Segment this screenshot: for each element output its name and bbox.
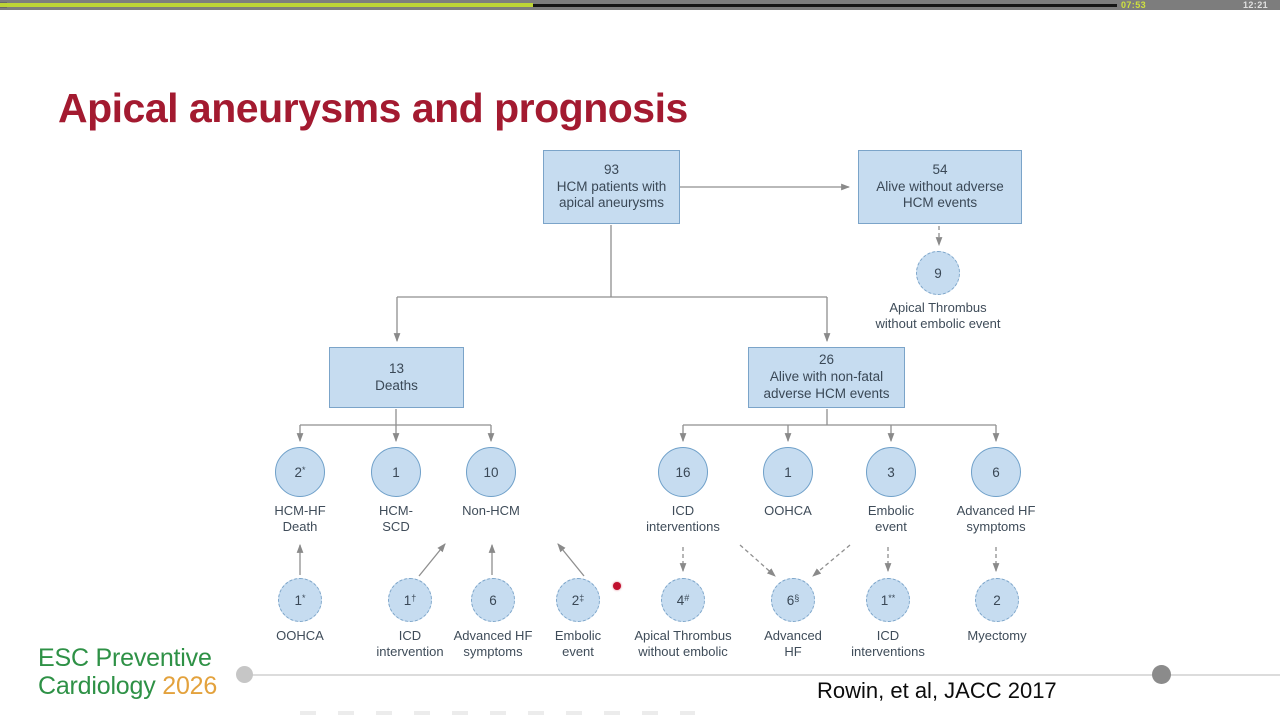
node-sup: ‡	[579, 592, 585, 603]
node-label: Alive without adverse HCM events	[876, 178, 1004, 211]
node-value: 2	[993, 592, 1001, 608]
node-label: ICD interventions	[851, 628, 925, 659]
slide-edge-artifact	[300, 711, 695, 715]
node-sup: *	[302, 464, 306, 475]
slide-title: Apical aneurysms and prognosis	[58, 85, 688, 132]
esc-congress-logo: ESC Preventive Cardiology 2026	[38, 644, 218, 700]
progress-buffer-segment	[0, 3, 533, 7]
node-hcm-hf-death-2: 2*	[275, 447, 325, 497]
timeline-dot-left	[236, 666, 253, 683]
node-label: Deaths	[375, 377, 418, 393]
node-alive-without-events-54: 54 Alive without adverse HCM events	[858, 150, 1022, 224]
node-label: Apical Thrombus without embolic event	[875, 300, 1001, 331]
node-label: OOHCA	[276, 628, 324, 643]
node-label: ICD interventions	[646, 503, 720, 534]
node-label: Advanced HF symptoms	[453, 628, 533, 659]
node-label: Non-HCM	[462, 503, 520, 518]
node-icd-interventions-1dblstar: 1**	[866, 578, 910, 622]
node-apical-thrombus-9: 9	[916, 251, 960, 295]
node-label: HCM-HF Death	[274, 503, 326, 534]
node-label: ICD intervention	[376, 628, 444, 659]
node-value: 16	[675, 464, 691, 480]
node-oohca-1: 1	[763, 447, 813, 497]
current-time-label: 07:53	[1121, 0, 1147, 10]
node-hcm-patients-93: 93 HCM patients with apical aneurysms	[543, 150, 680, 224]
progress-played-segment	[533, 4, 1117, 7]
node-value: 9	[934, 265, 942, 281]
citation: Rowin, et al, JACC 2017	[817, 678, 1057, 703]
node-value: 1	[880, 592, 889, 608]
node-value: 26	[818, 352, 835, 368]
node-embolic-event-2ddagger: 2‡	[556, 578, 600, 622]
node-sup: †	[411, 592, 417, 603]
node-advanced-hf-6section: 6§	[771, 578, 815, 622]
node-label: Advanced HF	[764, 628, 822, 659]
video-progress-bar[interactable]: 07:53 12:21	[0, 0, 1280, 10]
node-icd-intervention-1dagger: 1†	[388, 578, 432, 622]
node-label: HCM- SCD	[379, 503, 413, 534]
node-sup: §	[794, 592, 800, 603]
node-value: 1	[784, 464, 792, 480]
node-sup: **	[888, 592, 896, 603]
footer-timeline-line	[252, 674, 1280, 676]
node-advanced-hf-symptoms-6: 6	[471, 578, 515, 622]
node-sup: #	[684, 592, 690, 603]
total-time-label: 12:21	[1243, 0, 1269, 10]
node-label: Embolic event	[867, 503, 915, 534]
node-value: 2	[571, 592, 580, 608]
node-advanced-hf-6: 6	[971, 447, 1021, 497]
node-value: 4	[676, 592, 685, 608]
node-deaths-13: 13 Deaths	[329, 347, 464, 408]
node-label: Myectomy	[967, 628, 1027, 643]
node-value: 6	[489, 592, 497, 608]
node-hcm-scd-1: 1	[371, 447, 421, 497]
node-oohca-1star: 1*	[278, 578, 322, 622]
node-value: 13	[388, 360, 405, 376]
node-apical-thrombus-4hash: 4#	[661, 578, 705, 622]
node-label: Apical Thrombus without embolic	[634, 628, 732, 659]
node-label: HCM patients with apical aneurysms	[556, 178, 667, 211]
node-value: 6	[992, 464, 1000, 480]
node-value: 1	[403, 592, 412, 608]
node-alive-nonfatal-26: 26 Alive with non-fatal adverse HCM even…	[748, 347, 905, 408]
node-value: 6	[786, 592, 795, 608]
node-value: 10	[483, 464, 499, 480]
laser-pointer-dot	[613, 582, 621, 590]
node-sup: *	[302, 592, 306, 603]
node-value: 1	[294, 592, 302, 608]
node-non-hcm-10: 10	[466, 447, 516, 497]
node-value: 3	[887, 464, 895, 480]
logo-year: 2026	[162, 671, 218, 700]
node-icd-interventions-16: 16	[658, 447, 708, 497]
node-value: 2	[294, 464, 302, 480]
node-value: 93	[603, 161, 620, 177]
timeline-dot-right	[1152, 665, 1171, 684]
node-label: Advanced HF symptoms	[956, 503, 1036, 534]
node-embolic-event-3: 3	[866, 447, 916, 497]
node-myectomy-2: 2	[975, 578, 1019, 622]
node-label: OOHCA	[764, 503, 812, 518]
node-label: Alive with non-fatal adverse HCM events	[763, 369, 890, 401]
node-label: Embolic event	[554, 628, 602, 659]
logo-line2: Cardiology 2026	[38, 671, 218, 700]
node-value: 54	[932, 161, 948, 177]
node-value: 1	[392, 464, 400, 480]
logo-line1: ESC Preventive	[38, 644, 212, 672]
